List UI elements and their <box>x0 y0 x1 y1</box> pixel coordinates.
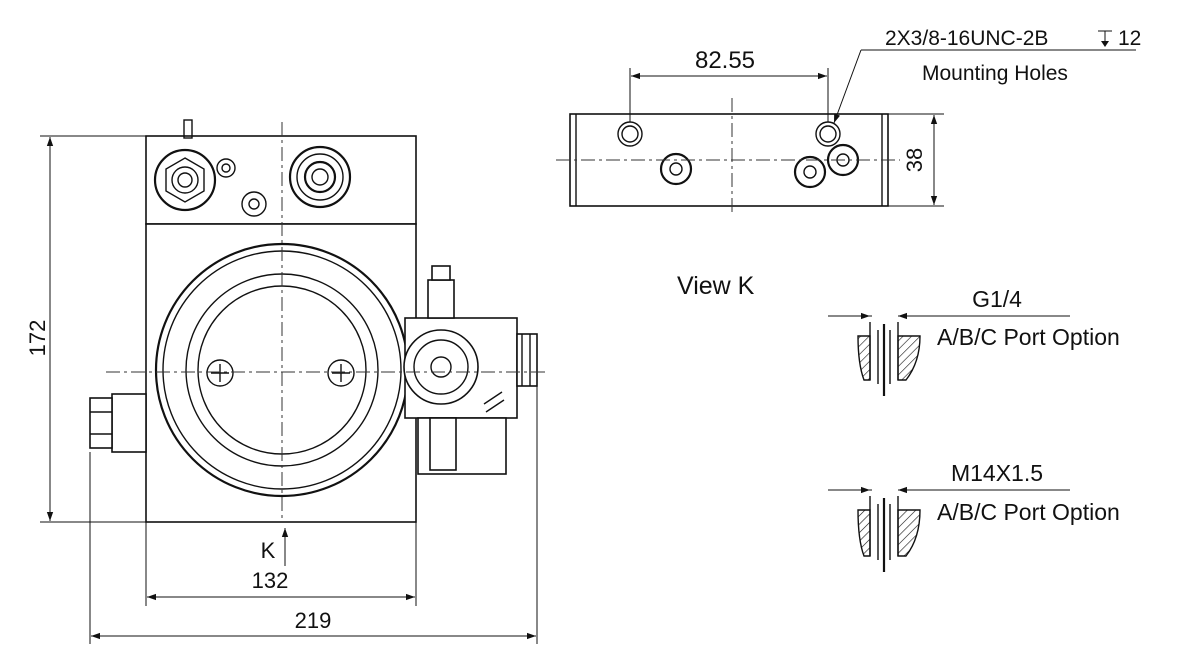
dim-172: 172 <box>25 320 50 357</box>
dim-219: 219 <box>295 608 332 633</box>
front-view <box>89 119 546 523</box>
screw-right <box>327 359 355 387</box>
dim-132: 132 <box>252 568 289 593</box>
port-option-2-description: A/B/C Port Option <box>937 499 1120 525</box>
front-dimensions: 172 132 219 K <box>25 135 538 644</box>
pressure-fitting <box>288 145 352 209</box>
side-valve <box>403 265 538 475</box>
view-marker-k: K <box>261 538 276 563</box>
view-k: 82.55 38 2X3/8-16UNC-2B 12 Mounting Hole… <box>556 27 1141 300</box>
port-option-1-thread: G1/4 <box>972 286 1022 312</box>
small-port <box>216 158 236 178</box>
port-b <box>793 155 827 189</box>
view-k-title: View K <box>677 272 755 300</box>
small-port-2 <box>241 191 267 217</box>
screw-left <box>206 359 234 387</box>
left-outlet <box>89 393 147 453</box>
depth-symbol-icon <box>1098 30 1112 47</box>
mounting-depth: 12 <box>1118 27 1141 50</box>
hex-fitting <box>153 148 217 212</box>
port-option-m14: M14X1.5 A/B/C Port Option <box>828 460 1120 572</box>
port-option-1-description: A/B/C Port Option <box>937 324 1120 350</box>
mounting-thread-spec: 2X3/8-16UNC-2B <box>885 27 1048 50</box>
dim-82-55: 82.55 <box>695 47 755 74</box>
dim-38: 38 <box>902 148 927 172</box>
port-a <box>659 152 693 186</box>
top-tab <box>183 119 193 139</box>
port-option-g14: G1/4 A/B/C Port Option <box>828 286 1120 396</box>
port-option-2-thread: M14X1.5 <box>951 460 1043 486</box>
mounting-holes-label: Mounting Holes <box>922 62 1068 85</box>
